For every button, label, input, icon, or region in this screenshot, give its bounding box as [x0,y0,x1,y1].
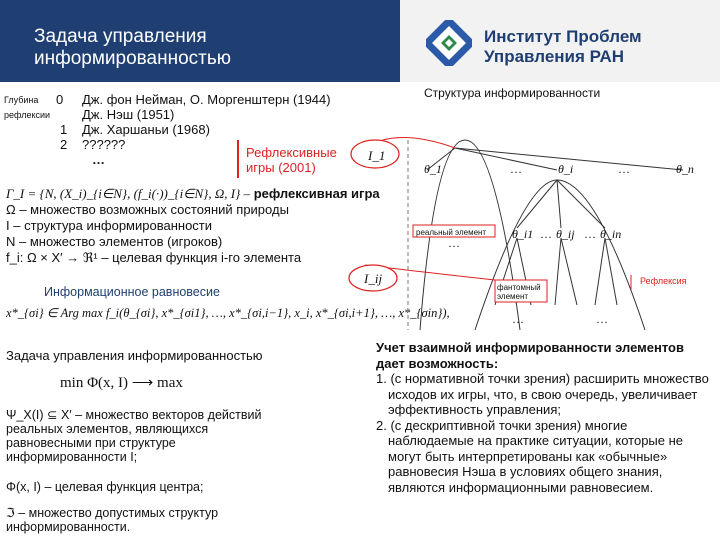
theta-ellipsis-3: … [540,227,552,241]
history-level-1: 1 [60,122,68,137]
institute-logo-icon [426,20,472,66]
branch [454,147,684,171]
theta-ij: θ_ij [556,227,575,241]
theta-ellipsis-2: … [618,162,630,176]
omega-definition: Ω – множество возможных состояний природ… [6,202,289,217]
awareness-tree-diagram [348,137,684,330]
theta-1: θ_1 [424,162,442,176]
task-title: Задача управления информированностью [6,348,263,363]
real-element-label: реальный элемент [416,228,487,237]
depth-label-line2: рефлексии [4,110,51,120]
theta-i: θ_i [558,162,574,176]
diagram-title: Структура информированности [424,86,601,100]
definitions-block: Γ_I = {N, (X_i)_{i∈N}, (f_i(·))_{i∈N}, Ω… [6,186,380,266]
level2-ellipsis: … [448,236,460,250]
reflexive-games-label: Рефлексивные игры (2001) [246,145,337,175]
history-ellipsis: … [92,152,105,167]
depth-label: Глубина рефлексии [4,95,50,121]
admissible-set-definition: ℑ – множество допустимых структур информ… [6,506,219,534]
history-row-2: Дж. Харшаньи (1968) [82,122,210,137]
history-level-2: 2 [60,137,68,152]
phantom-element-label: фантомный элемент [497,283,541,301]
reflexive-game-line: Γ_I = {N, (X_i)_{i∈N}, (f_i(·))_{i∈N}, Ω… [6,186,380,202]
n-definition: N – множество элементов (игроков) [6,234,223,249]
conclusions-block: Учет взаимной информированности элементо… [376,340,716,495]
depth-label-line1: Глубина [4,95,39,105]
conclusion-item-2: 2. (с дескриптивной точки зрения) многие… [376,417,684,495]
bottom-ellipsis-1: … [512,312,524,326]
real-element-box [412,224,496,238]
conclusions-heading: Учет взаимной информированности элементо… [376,340,684,371]
history-level-0: 0 [56,92,64,107]
header-band [0,0,400,82]
iij-label: I_ij [364,271,383,286]
iij-node [348,264,398,292]
theta-in: θ_in [600,227,622,241]
root-node [350,139,400,169]
theta-i1: θ_i1 [512,227,534,241]
page-title: Задача управления информированностью [34,26,232,69]
psi-definition: Ψ_X(I) ⊆ X′ – множество векторов действи… [6,408,262,464]
reflexive-game-formula: Γ_I = {N, (X_i)_{i∈N}, (f_i(·))_{i∈N}, Ω… [6,186,251,201]
reflexive-game-label: рефлексивная игра [253,186,380,201]
theta-ellipsis-1: … [510,162,522,176]
history-row-1: Дж. Нэш (1951) [82,107,175,122]
phantom-element-box [494,279,548,303]
branch [494,237,618,306]
curve [474,179,646,330]
theta-n: θ_n [676,162,694,176]
phi-definition: Φ(x, I) – целевая функция центра; [6,480,204,494]
institute-name: Институт Проблем Управления РАН [484,27,642,66]
branch [516,179,606,229]
branch [454,147,558,171]
equilibrium-title: Информационное равновесие [44,285,220,299]
conclusions-list: 1. (с нормативной точки зрения) расширит… [376,371,716,495]
equilibrium-formula: x*_{σi} ∈ Arg max f_i(θ_{σi}, x*_{σi1}, … [6,306,450,320]
history-row-0: Дж. фон Нейман, О. Моргенштерн (1944) [82,92,331,107]
theta-ellipsis-4: … [584,227,596,241]
reflexion-label: Рефлексия [640,276,687,286]
history-row-3: ?????? [82,137,126,152]
task-objective: min Φ(x, I) ⟶ max [60,375,183,391]
root-label: I_1 [368,148,386,163]
bottom-ellipsis-2: … [596,312,608,326]
branch [426,147,456,171]
reflexive-games-bracket [237,140,341,178]
f-definition: f_i: Ω × X′ → ℜ¹ – целевая функция i-го … [6,250,302,265]
conclusion-item-1: 1. (с нормативной точки зрения) расширит… [376,371,709,417]
structure-definition: I – структура информированности [6,218,213,233]
